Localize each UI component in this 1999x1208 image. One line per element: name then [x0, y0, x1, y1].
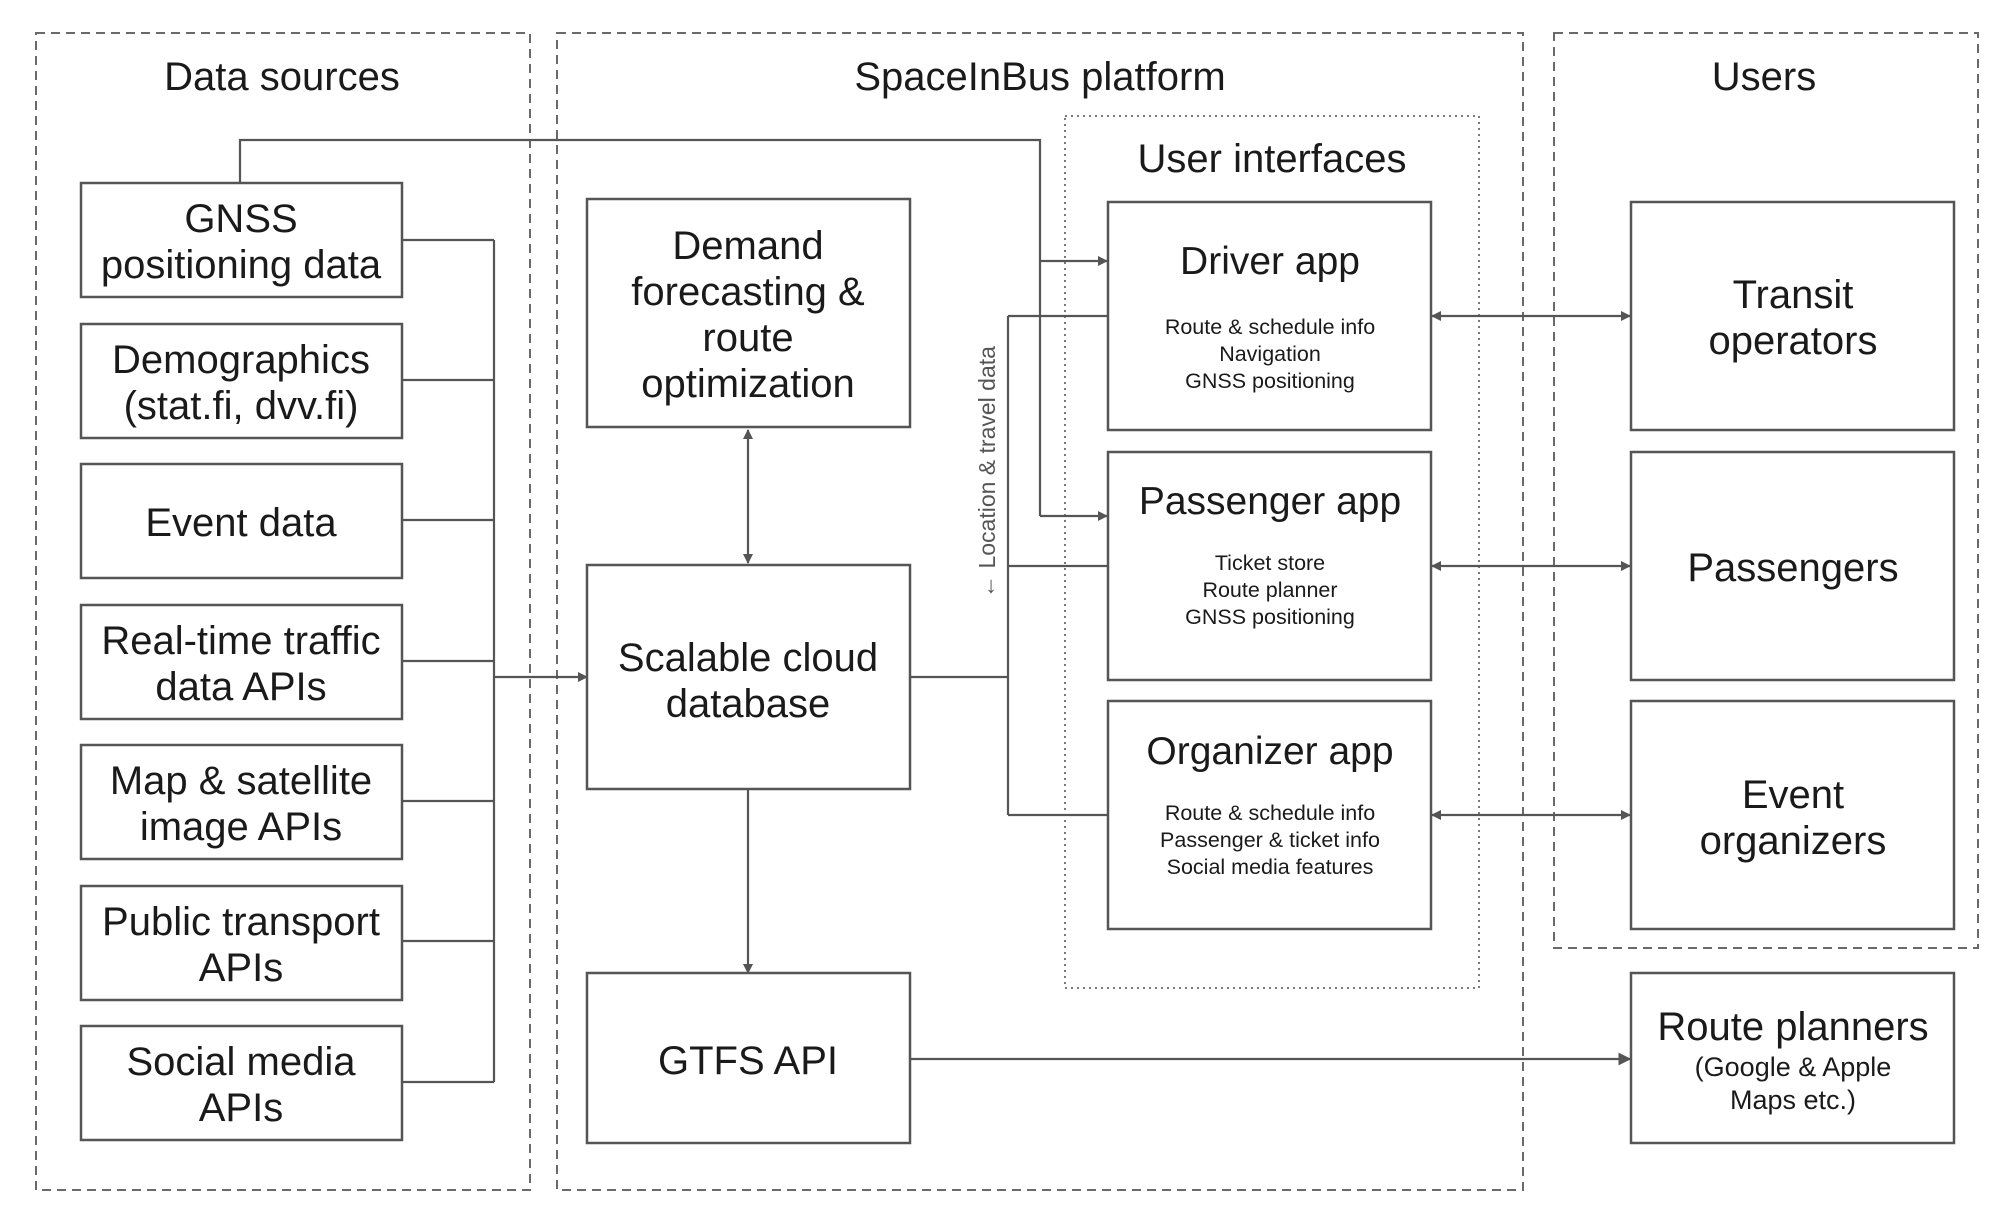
driver-app-box: Driver app Route & schedule info Navigat… — [1106, 200, 1433, 432]
user-transit-operators-box: Transit operators — [1629, 200, 1956, 432]
passengers-label: Passengers — [1687, 546, 1898, 590]
connectors — [238, 138, 1632, 1084]
organizer-app-feature-3: Social media features — [1167, 855, 1374, 879]
route-planners-title: Route planners — [1657, 1005, 1928, 1049]
data-source-social-media-line-1: Social media — [126, 1040, 356, 1084]
data-source-traffic: Real-time traffic data APIs — [79, 603, 404, 721]
data-source-demographics-line-1: Demographics — [112, 338, 370, 382]
user-interfaces-heading: User interfaces — [1138, 137, 1407, 181]
user-interfaces-group — [1064, 115, 1480, 989]
location-travel-data-label: ← Location & travel data — [974, 346, 1000, 598]
data-source-map-satellite: Map & satellite image APIs — [79, 743, 404, 861]
driver-app-feature-3: GNSS positioning — [1185, 369, 1355, 393]
data-sources-group — [35, 32, 531, 1191]
user-event-organizers-box: Event organizers — [1629, 699, 1956, 931]
passenger-app-title: Passenger app — [1139, 480, 1401, 523]
platform-group — [556, 32, 1524, 1191]
platform-gtfs-box: GTFS API — [585, 971, 912, 1145]
users-group — [1553, 32, 1979, 949]
data-source-traffic-line-1: Real-time traffic — [101, 619, 380, 663]
platform-heading: SpaceInBus platform — [854, 55, 1225, 99]
gnss-feed-line — [238, 138, 1042, 516]
route-planners-note-line-2: Maps etc.) — [1730, 1085, 1856, 1115]
organizer-app-feature-2: Passenger & ticket info — [1160, 828, 1380, 852]
driver-app-feature-2: Navigation — [1219, 342, 1321, 366]
passenger-app-feature-3: GNSS positioning — [1185, 605, 1355, 629]
transit-operators-line-1: Transit — [1733, 273, 1854, 317]
data-sources-heading: Data sources — [164, 55, 400, 99]
data-source-gnss: GNSS positioning data — [79, 181, 404, 299]
driver-app-title: Driver app — [1180, 240, 1360, 283]
data-source-event-data: Event data — [79, 462, 404, 580]
forecasting-line-1: Demand — [672, 224, 823, 268]
platform-database-box: Scalable cloud database — [585, 563, 912, 791]
route-planners-box: Route planners (Google & Apple Maps etc.… — [1629, 971, 1956, 1145]
data-source-social-media: Social media APIs — [79, 1024, 404, 1142]
data-source-event-data-line-1: Event data — [145, 501, 337, 545]
event-organizers-line-2: organizers — [1700, 819, 1887, 863]
data-source-public-transport: Public transport APIs — [79, 884, 404, 1002]
gtfs-label: GTFS API — [658, 1039, 838, 1083]
data-source-boxes: GNSS positioning data Demographics (stat… — [79, 181, 404, 1142]
user-passengers-box: Passengers — [1629, 450, 1956, 682]
organizer-app-box: Organizer app Route & schedule info Pass… — [1106, 699, 1433, 931]
passenger-app-feature-1: Ticket store — [1215, 551, 1325, 575]
platform-forecasting-box: Demand forecasting & route optimization — [585, 197, 912, 429]
data-source-map-satellite-line-2: image APIs — [140, 805, 342, 849]
data-source-map-satellite-line-1: Map & satellite — [110, 759, 372, 803]
database-line-1: Scalable cloud — [618, 636, 878, 680]
forecasting-line-2: forecasting & — [631, 270, 865, 314]
passenger-app-box: Passenger app Ticket store Route planner… — [1106, 450, 1433, 682]
event-organizers-line-1: Event — [1742, 773, 1844, 817]
route-planners-note-line-1: (Google & Apple — [1695, 1052, 1892, 1082]
data-source-demographics-line-2: (stat.fi, dvv.fi) — [124, 384, 359, 428]
organizer-app-feature-1: Route & schedule info — [1165, 801, 1375, 825]
data-source-gnss-line-1: GNSS — [184, 197, 297, 241]
data-source-gnss-line-2: positioning data — [101, 243, 382, 287]
forecasting-line-4: optimization — [641, 362, 854, 406]
driver-app-feature-1: Route & schedule info — [1165, 315, 1375, 339]
data-source-public-transport-line-1: Public transport — [102, 900, 380, 944]
users-heading: Users — [1712, 55, 1816, 99]
data-source-public-transport-line-2: APIs — [199, 946, 283, 990]
data-source-traffic-line-2: data APIs — [155, 665, 326, 709]
passenger-app-feature-2: Route planner — [1202, 578, 1337, 602]
organizer-app-title: Organizer app — [1146, 730, 1393, 773]
transit-operators-line-2: operators — [1709, 319, 1878, 363]
data-source-demographics: Demographics (stat.fi, dvv.fi) — [79, 322, 404, 440]
forecasting-line-3: route — [702, 316, 793, 360]
database-line-2: database — [666, 682, 831, 726]
data-source-social-media-line-2: APIs — [199, 1086, 283, 1130]
